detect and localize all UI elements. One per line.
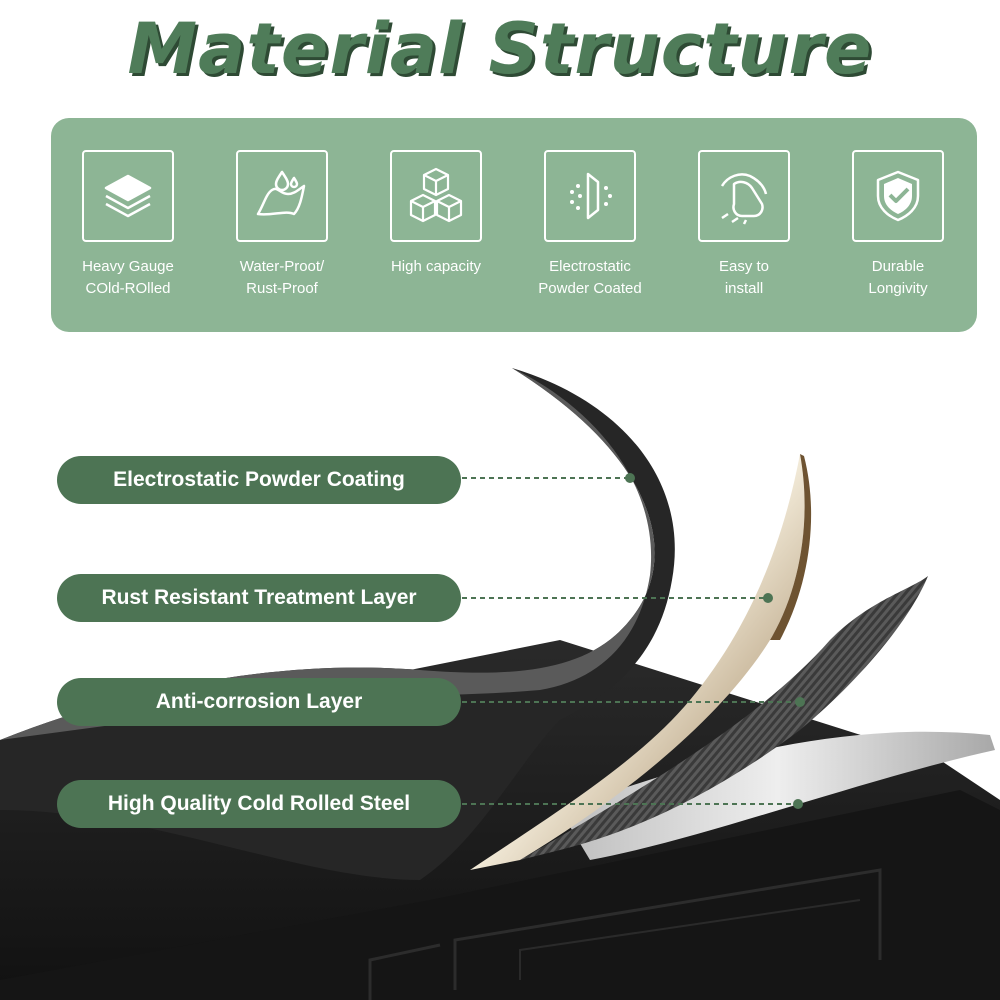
feature-durable: Durable Longivity: [823, 150, 973, 300]
powder-coating-layer: [0, 368, 675, 880]
features-panel: Heavy Gauge COld-ROlled Water-Proot/ Rus…: [51, 118, 977, 332]
feature-high-capacity: High capacity: [361, 150, 511, 278]
layer-label-rust-resistant: Rust Resistant Treatment Layer: [57, 574, 461, 622]
steel-layer: [560, 731, 995, 860]
marker-dot: [625, 473, 635, 483]
rust-resistant-layer: [470, 454, 805, 870]
layer-label-cold-rolled-steel: High Quality Cold Rolled Steel: [57, 780, 461, 828]
shield-check-icon: [852, 150, 944, 242]
cubes-icon: [390, 150, 482, 242]
feature-easy-install: Easy to install: [669, 150, 819, 300]
feature-label: Durable Longivity: [868, 258, 928, 297]
marker-dot: [793, 799, 803, 809]
feature-label: Electrostatic Powder Coated: [538, 258, 642, 297]
feature-water-proof: Water-Proot/ Rust-Proof: [207, 150, 357, 300]
feature-label: Water-Proot/ Rust-Proof: [239, 258, 325, 297]
page-title: Material Structure: [127, 8, 873, 90]
anti-corrosion-layer: [520, 576, 928, 860]
wipe-hand-icon: [698, 150, 790, 242]
layer-label-anti-corrosion: Anti-corrosion Layer: [57, 678, 461, 726]
feature-label: Easy to install: [718, 258, 770, 297]
material-layers-illustration: [0, 368, 1000, 1000]
feature-electrostatic: Electrostatic Powder Coated: [515, 150, 665, 300]
marker-dot: [763, 593, 773, 603]
feature-label: High capacity: [390, 258, 482, 275]
spray-icon: [544, 150, 636, 242]
feature-heavy-gauge: Heavy Gauge COld-ROlled: [53, 150, 203, 300]
feature-label: Heavy Gauge COld-ROlled: [82, 258, 174, 297]
water-drop-icon: [236, 150, 328, 242]
layers-icon: [82, 150, 174, 242]
layer-label-powder-coating: Electrostatic Powder Coating: [57, 456, 461, 504]
marker-dot: [795, 697, 805, 707]
